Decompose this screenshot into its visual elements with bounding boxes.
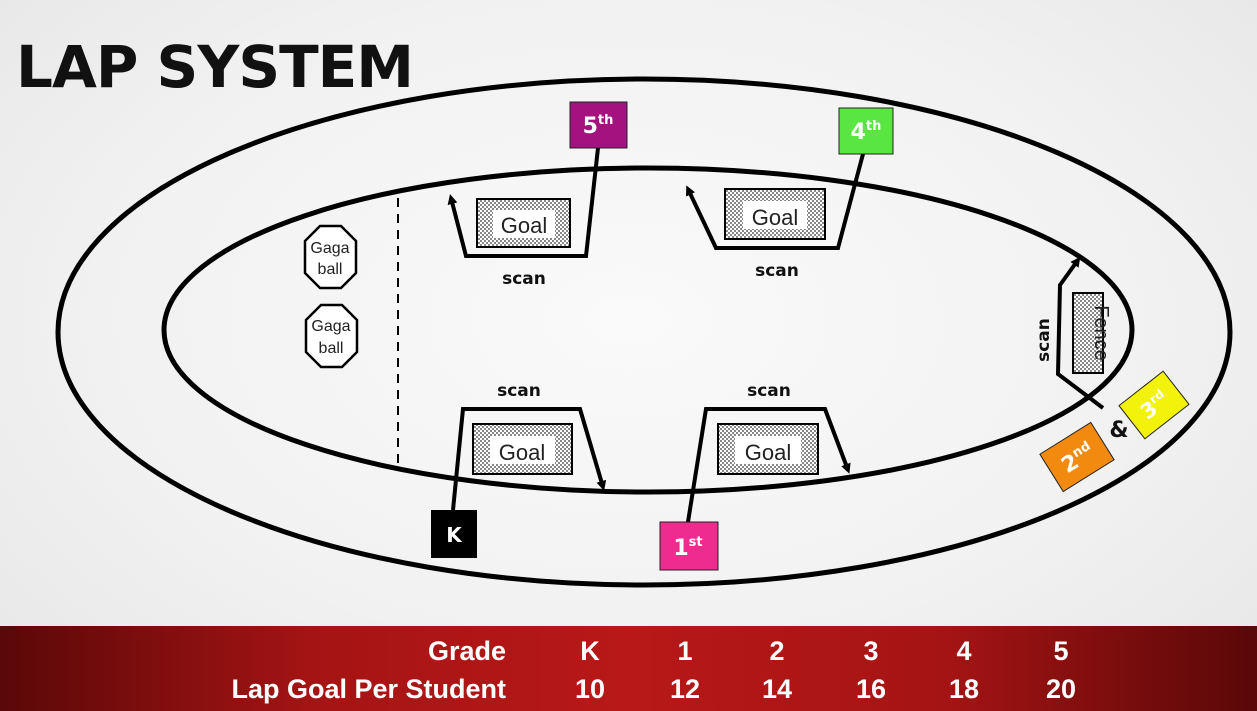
path-5th [447,147,600,258]
grade-tag-5th-number: 5 [583,114,598,139]
lap-diagram: Gaga ball Gaga ball Goal Goal Goal Goal … [55,76,1233,588]
fence: Fence [1072,292,1112,374]
goal-label-bottom-left: Goal [499,440,545,465]
grade-tag-4th: 4th [838,107,894,155]
path-2nd-3rd [1055,256,1105,410]
grade-cell-3: 3 [863,636,879,666]
gaga-ball-2-line2: ball [319,340,344,357]
grade-cell-5: 5 [1053,636,1069,666]
grade-tag-4th-suffix: th [866,119,881,134]
svg-text:1st: 1st [673,535,702,561]
gaga-ball-1-line1: Gaga [310,240,349,257]
grade-tag-4th-number: 4 [851,120,866,145]
scan-label-top-right: scan [755,261,799,281]
goal-box-bottom-right: Goal [717,423,819,475]
goal-cell-k: 10 [574,674,606,704]
grade-tag-5th: 5th [569,101,628,149]
goal-label-top-right: Goal [752,205,798,230]
grade-header-label: Grade [427,636,506,666]
goal-cell-2: 14 [761,674,793,704]
grade-tag-1st: 1st [659,521,719,571]
gaga-ball-2-line1: Gaga [311,318,350,335]
grade-cell-2: 2 [769,636,785,666]
outer-track [55,76,1233,588]
fence-label: Fence [1090,305,1112,361]
grade-tag-1st-suffix: st [689,535,703,550]
page-title: LAP SYSTEM [16,33,414,101]
scan-label-bottom-left: scan [497,381,541,401]
inner-track [161,165,1135,495]
path-k [451,407,607,511]
svg-text:4th: 4th [851,119,882,145]
ampersand: & [1109,418,1128,443]
gaga-ball-2: Gaga ball [304,303,359,369]
goal-box-bottom-left: Goal [472,423,573,475]
goal-box-top-left: Goal [476,198,571,248]
goal-cell-1: 12 [669,674,701,704]
grade-tag-1st-number: 1 [673,536,688,561]
goal-cell-3: 16 [855,674,887,704]
goal-label-top-left: Goal [501,213,547,238]
grade-cell-1: 1 [677,636,693,666]
scan-label-fence: scan [1034,318,1054,362]
grade-tag-5th-suffix: th [598,113,613,128]
goal-label-bottom-right: Goal [745,440,791,465]
gaga-ball-1: Gaga ball [303,224,358,290]
goal-cell-4: 18 [948,674,980,704]
gaga-ball-1-line2: ball [318,261,343,278]
grade-tag-k: K [431,510,477,558]
svg-text:5th: 5th [583,113,614,139]
goal-box-top-right: Goal [724,188,826,240]
grade-cell-4: 4 [956,636,972,666]
lap-goal-table: Grade Lap Goal Per Student K 1 2 3 4 5 1… [0,626,1257,711]
path-4th [686,153,865,250]
grade-tag-3rd: 3rd [1118,370,1190,440]
lap-goal-row-label: Lap Goal Per Student [231,674,506,704]
scan-label-bottom-right: scan [747,381,791,401]
grade-tag-2nd: 2nd [1039,421,1115,493]
goal-cell-5: 20 [1045,674,1077,704]
path-1st [686,407,851,523]
scan-label-top-left: scan [502,269,546,289]
grade-cell-k: K [580,636,600,666]
grade-tag-k-label: K [446,523,463,547]
